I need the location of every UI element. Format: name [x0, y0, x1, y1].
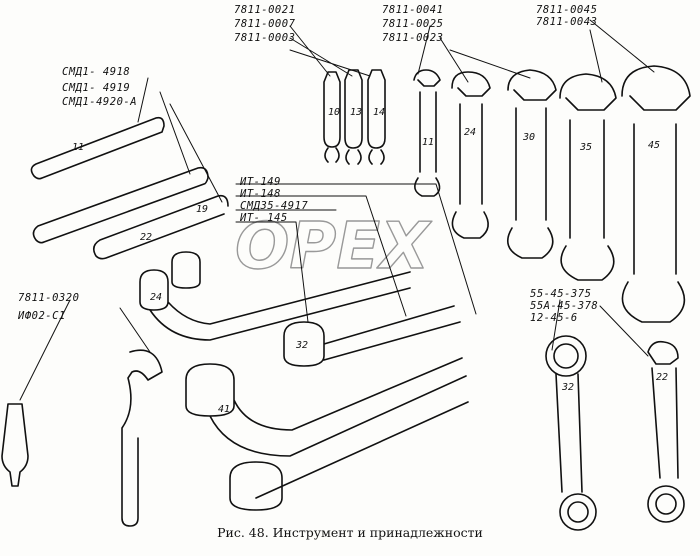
label-pin-wrench-1: 7811-0320: [18, 292, 80, 304]
label-large-wrench-2: 7811-0043: [536, 16, 598, 28]
label-medium-wrench-2: 7811-0025: [382, 18, 444, 30]
label-large-wrench-1: 7811-0045: [536, 4, 598, 16]
pin-wrench: [121, 349, 163, 527]
label-socket-wrench-2: ИТ-148: [240, 188, 281, 200]
label-socket-wrench-1: ИТ-149: [240, 176, 281, 188]
size-mark-medium-2: 24: [464, 127, 476, 138]
ring-wrench-32-27: [545, 335, 597, 531]
label-tube-wrench-2: СМД1- 4919: [62, 82, 131, 94]
label-socket-wrench-3: СМД35-4917: [240, 200, 309, 212]
size-mark-tube-3: 22: [140, 232, 152, 243]
socket-wrench-32: [283, 305, 461, 367]
label-socket-wrench-4: ИТ- 145: [240, 212, 288, 224]
open-wrench-35: [559, 73, 617, 281]
screwdriver-bit: [1, 403, 29, 487]
size-mark-ring-2: 22: [656, 372, 668, 383]
label-ring-wrench-2: 55А-45-378: [530, 300, 599, 312]
tube-wrench-19: [32, 166, 209, 244]
tube-wrench-22: [92, 194, 229, 260]
label-medium-wrench-1: 7811-0041: [382, 4, 444, 16]
size-mark-medium-3: 30: [522, 132, 535, 143]
size-mark-large-2: 45: [648, 140, 660, 151]
label-medium-wrench-3: 7811-0023: [382, 32, 444, 44]
label-small-wrench-3: 7811-0003: [234, 32, 296, 44]
open-wrench-30: [506, 69, 557, 259]
ring-wrench-22-19: [647, 340, 685, 523]
open-wrench-11: [413, 69, 441, 197]
label-ring-wrench-1: 55-45-375: [530, 288, 592, 300]
socket-wrench-24: [139, 251, 411, 341]
figure-caption: Рис. 48. Инструмент и принадлежности: [217, 525, 483, 540]
size-mark-large-1: 35: [579, 142, 592, 153]
label-pin-wrench-2: ИФ02-С1: [18, 310, 66, 322]
label-ring-wrench-3: 12-45-6: [530, 312, 578, 324]
size-mark-tube-1: 11: [72, 142, 84, 153]
size-mark-small-1: 10: [328, 107, 340, 118]
size-marks: 10 13 14 11 24 30 35 45 11 19 22 24 32 4…: [72, 107, 668, 415]
size-mark-tube-2: 19: [196, 204, 208, 215]
size-mark-ring-1: 32: [561, 382, 574, 393]
label-tube-wrench-1: СМД1- 4918: [62, 66, 131, 78]
small-wrench-14: [367, 69, 386, 165]
size-mark-small-2: 13: [350, 107, 362, 118]
leader-lines: [19, 19, 655, 401]
size-mark-socket-2: 32: [295, 340, 308, 351]
socket-wrench-41: [185, 357, 469, 511]
small-wrench-13: [344, 69, 363, 165]
size-mark-small-3: 14: [373, 107, 385, 118]
open-wrench-45: [621, 65, 691, 323]
small-wrench-10: [323, 71, 341, 163]
size-mark-medium-1: 11: [422, 137, 434, 148]
label-tube-wrench-3: СМД1-4920-А: [62, 96, 138, 108]
label-small-wrench-1: 7811-0021: [234, 4, 296, 16]
size-mark-socket-3: 41: [218, 404, 230, 415]
size-mark-socket-1: 24: [150, 292, 162, 303]
open-wrench-24: [451, 71, 491, 239]
tube-wrench-11: [30, 116, 165, 180]
label-small-wrench-2: 7811-0007: [234, 18, 296, 30]
